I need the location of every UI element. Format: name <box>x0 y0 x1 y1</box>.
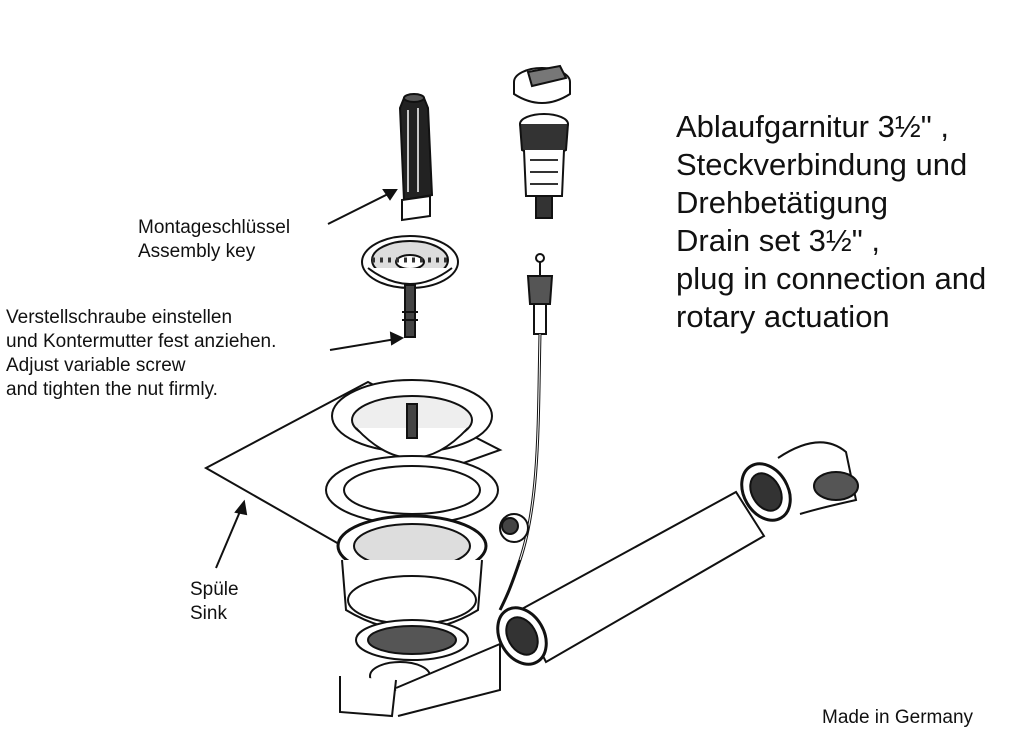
adjust-screw-label-de-1: Verstellschraube einstellen <box>6 307 233 328</box>
sink-label: Spüle Sink <box>190 578 239 626</box>
overflow-connector <box>499 513 529 543</box>
title-line-6: rotary actuation <box>676 299 890 334</box>
assembly-key-label-de: Montageschlüssel <box>138 217 291 238</box>
sink-label-en: Sink <box>190 603 227 624</box>
product-title: Ablaufgarnitur 3½" , Steckverbindung und… <box>676 108 986 336</box>
drain-body-assembly <box>325 379 501 718</box>
title-line-4: Drain set 3½" , <box>676 223 880 258</box>
adjust-screw-label-de-2: und Kontermutter fest anziehen. <box>6 331 277 352</box>
made-in-label: Made in Germany <box>822 707 974 728</box>
assembly-key-label: Montageschlüssel Assembly key <box>138 216 290 264</box>
title-line-2: Steckverbindung und <box>676 147 968 182</box>
title-line-5: plug in connection and <box>676 261 987 296</box>
assembly-key-tool <box>398 93 434 222</box>
title-line-3: Drehbetätigung <box>676 185 888 220</box>
title-line-1: Ablaufgarnitur 3½" , <box>676 109 949 144</box>
sink-label-de: Spüle <box>190 579 239 600</box>
leader-lines <box>215 189 405 569</box>
drain-pipe <box>496 490 766 666</box>
pipe-elbow <box>740 441 859 522</box>
adjust-screw-label-en-1: Adjust variable screw <box>6 355 186 376</box>
rotary-knob <box>513 64 571 104</box>
adjust-screw-label-en-2: and tighten the nut firmly. <box>6 379 218 400</box>
assembly-key-label-en: Assembly key <box>138 241 256 262</box>
bowden-cable <box>498 253 554 611</box>
strainer-basket <box>361 235 459 338</box>
adjust-screw-label: Verstellschraube einstellen und Kontermu… <box>6 306 276 402</box>
actuator-housing <box>519 113 569 219</box>
